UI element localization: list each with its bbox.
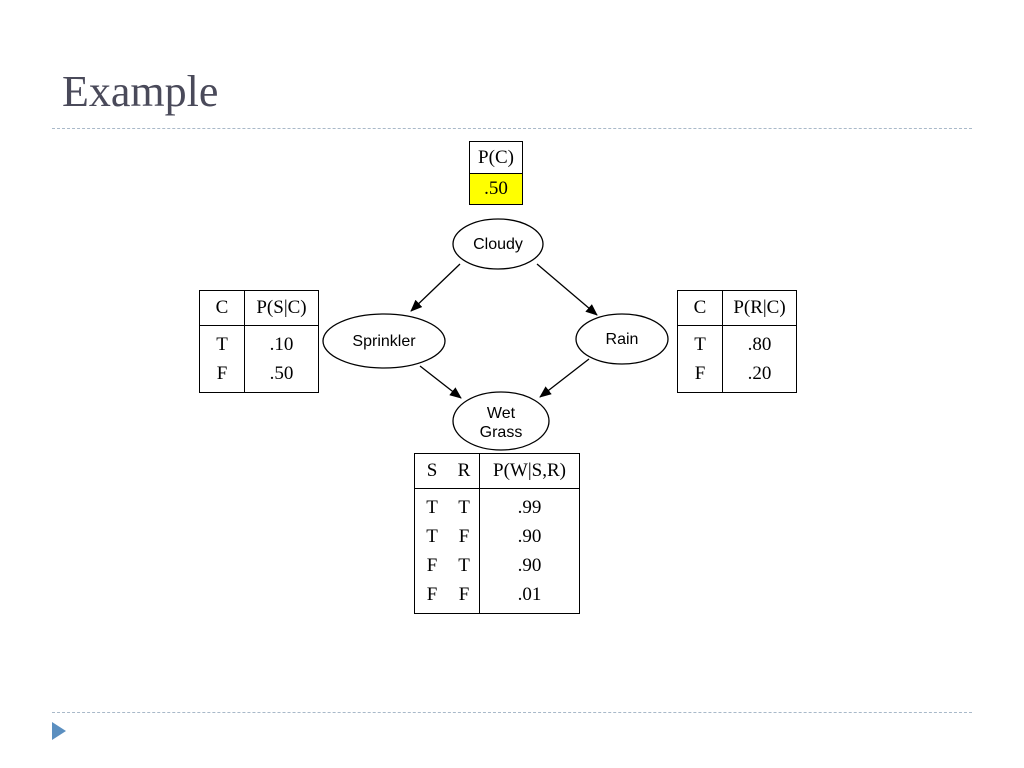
cpt-cloudy-header: P(C) xyxy=(469,141,523,174)
cpt-sprinkler: C P(S|C) T .10 F .50 xyxy=(199,290,319,393)
cpt-rain-cell: F xyxy=(694,362,706,384)
title-divider xyxy=(52,128,972,129)
cpt-wet-grass-header-r: R xyxy=(449,453,480,489)
cpt-wet-grass-cell: T xyxy=(426,525,438,547)
cpt-cloudy-value: .50 xyxy=(469,173,523,205)
table-row: T T .99 xyxy=(415,488,580,522)
cpt-wet-grass-cell: F xyxy=(458,525,470,547)
cpt-rain-cell: .20 xyxy=(722,359,797,393)
node-wet-grass-label-line2: Grass xyxy=(480,424,523,441)
node-cloudy: Cloudy xyxy=(452,218,544,270)
cpt-sprinkler-header-c: C xyxy=(199,290,245,326)
cpt-wet-grass-cell: .99 xyxy=(479,488,580,522)
node-sprinkler: Sprinkler xyxy=(322,313,446,369)
cpt-wet-grass-header-p: P(W|S,R) xyxy=(479,453,580,489)
cpt-rain-header-c: C xyxy=(677,290,723,326)
node-rain-label: Rain xyxy=(606,331,639,348)
cpt-wet-grass-header-s: S xyxy=(414,453,449,489)
cpt-wet-grass: S R P(W|S,R) T T .99 T F .90 F T .90 F F… xyxy=(414,453,580,614)
cpt-wet-grass-cell: .90 xyxy=(479,522,580,551)
table-row: T F .90 xyxy=(415,522,580,551)
cpt-wet-grass-cell: .90 xyxy=(479,551,580,580)
cpt-sprinkler-cell: T xyxy=(216,333,228,355)
triangle-bullet-icon xyxy=(52,722,66,740)
cpt-rain-cell: T xyxy=(694,333,706,355)
cpt-wet-grass-cell: T xyxy=(426,496,438,518)
cpt-wet-grass-cell: T xyxy=(458,496,470,518)
cpt-sprinkler-header-p: P(S|C) xyxy=(244,290,319,326)
cpt-sprinkler-cell: .10 xyxy=(244,325,319,359)
slide-title: Example xyxy=(62,67,219,116)
table-row: F T .90 xyxy=(415,551,580,580)
cpt-rain-header-p: P(R|C) xyxy=(722,290,797,326)
node-rain: Rain xyxy=(575,313,669,365)
node-sprinkler-label: Sprinkler xyxy=(352,333,416,350)
node-wet-grass: Wet Grass xyxy=(452,391,550,451)
edge-cloudy-sprinkler xyxy=(410,263,461,312)
table-row: T .10 xyxy=(200,325,319,359)
cpt-wet-grass-cell: F xyxy=(458,583,470,605)
table-row: F F .01 xyxy=(415,580,580,614)
cpt-sprinkler-cell: F xyxy=(216,362,228,384)
table-row: F .20 xyxy=(678,359,797,393)
cpt-wet-grass-cell: .01 xyxy=(479,580,580,614)
cpt-wet-grass-cell: T xyxy=(458,554,470,576)
cpt-wet-grass-cell: F xyxy=(426,583,438,605)
cpt-wet-grass-cell: F xyxy=(426,554,438,576)
table-row: F .50 xyxy=(200,359,319,393)
node-wet-grass-label-line1: Wet xyxy=(487,405,516,422)
edge-sprinkler-wetgrass xyxy=(419,365,462,399)
edge-cloudy-rain xyxy=(536,263,598,316)
cpt-sprinkler-cell: .50 xyxy=(244,359,319,393)
cpt-rain-cell: .80 xyxy=(722,325,797,359)
footer-divider xyxy=(52,712,972,713)
cpt-rain: C P(R|C) T .80 F .20 xyxy=(677,290,797,393)
node-cloudy-label: Cloudy xyxy=(473,236,523,253)
edge-rain-wetgrass xyxy=(539,358,590,398)
table-row: T .80 xyxy=(678,325,797,359)
cpt-cloudy: P(C) .50 xyxy=(469,141,523,205)
